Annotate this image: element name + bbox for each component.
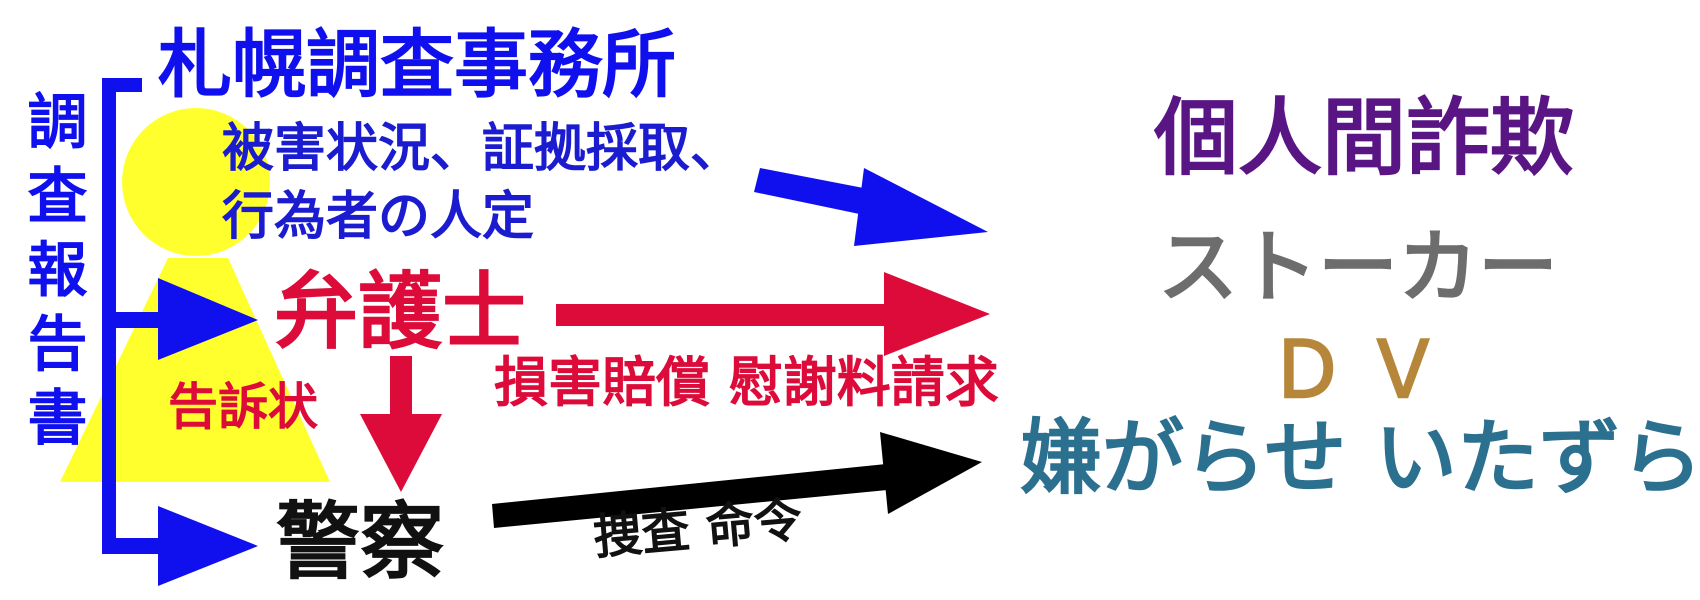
arrow-head <box>158 506 258 586</box>
arrow-findings-to-targets <box>754 168 988 246</box>
police-label: 警察 <box>276 493 445 591</box>
damages-claim-label: 損害賠償 慰謝料請求 <box>494 351 999 414</box>
silhouette-body <box>60 258 330 482</box>
arrow-police-to-targets <box>492 432 982 528</box>
arrow-to-lawyer <box>102 278 258 360</box>
findings-text: 被害状況、証拠採取、 行為者の人定 <box>222 116 742 251</box>
target-harassment: 嫌がらせ いたずら <box>1020 411 1700 506</box>
arrow-to-police <box>102 506 258 586</box>
lawyer-label: 弁護士 <box>274 263 527 361</box>
arrow-lawyer-to-targets <box>556 272 990 356</box>
investigation-report-label: 調査報告書 <box>17 90 87 460</box>
criminal-complaint-label: 告訴状 <box>168 378 318 436</box>
findings-line-1: 被害状況、証拠採取、 <box>222 119 743 179</box>
person-silhouette-icon <box>60 108 330 482</box>
arrow-lawyer-to-police <box>360 356 442 492</box>
target-fraud: 個人間詐欺 <box>1154 89 1575 187</box>
target-stalker: ストーカー <box>1158 221 1558 314</box>
arrow-head <box>854 168 988 246</box>
silhouette-head <box>122 108 270 256</box>
findings-line-2: 行為者の人定 <box>222 186 535 247</box>
arrow-head <box>884 272 990 356</box>
bracket-top-tab <box>102 78 142 92</box>
arrow-shaft <box>390 356 412 426</box>
arrow-shaft <box>492 462 908 528</box>
target-dv: ＤＶ <box>1268 326 1461 416</box>
office-title: 札幌調査事務所 <box>158 22 676 108</box>
arrow-head <box>158 278 258 360</box>
arrow-head <box>360 414 442 492</box>
arrow-shaft <box>556 304 908 326</box>
arrow-head <box>880 432 982 514</box>
